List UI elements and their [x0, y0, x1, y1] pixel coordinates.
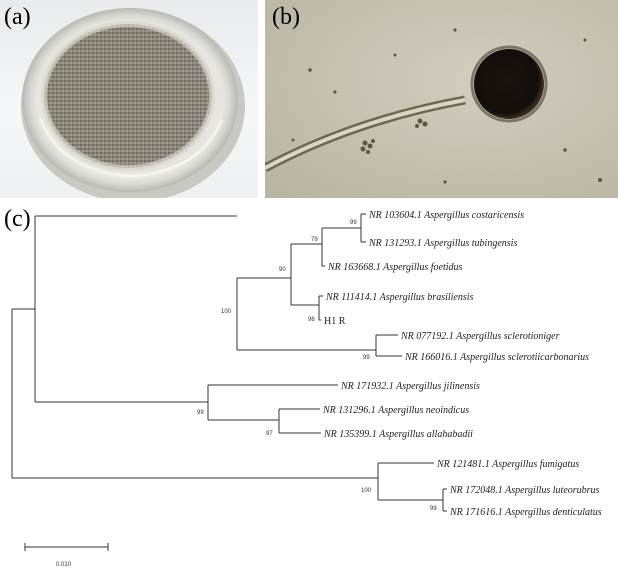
bootstrap-value: 99: [363, 355, 370, 361]
bootstrap-value: 99: [430, 506, 437, 512]
tree-tip-label: NR 171932.1 Aspergillus jilinensis: [340, 381, 480, 392]
bootstrap-value: 79: [311, 237, 318, 243]
tree-tip-label: NR 103604.1 Aspergillus costaricensis: [368, 210, 524, 221]
panel-label-b: (b): [272, 4, 300, 30]
tree-tip-label: NR 166016.1 Aspergillus sclerotiicarbona…: [404, 352, 589, 363]
panel-label-c: (c): [4, 206, 31, 232]
tree-tip-label: NR 131296.1 Aspergillus neoindicus: [322, 405, 469, 416]
bootstrap-value: 100: [361, 488, 372, 494]
bootstrap-value: 99: [197, 410, 204, 416]
micrograph-photo: [265, 0, 618, 198]
phylogenetic-tree: NR 103604.1 Aspergillus costaricensis NR…: [11, 210, 602, 568]
tree-tip-label: H1 R: [324, 316, 346, 327]
scale-bar: [24, 543, 109, 551]
tree-tip-label: NR 131293.1 Aspergillus tubingensis: [368, 238, 517, 249]
bootstrap-value: 90: [279, 267, 286, 273]
tree-tip-label: NR 135399.1 Aspergillus allahabadii: [323, 429, 473, 440]
tree-tip-label: NR 163668.1 Aspergillus foetidus: [327, 262, 463, 273]
petri-dish-photo: [0, 0, 258, 198]
bootstrap-value: 96: [308, 317, 315, 323]
tree-branches: [11, 213, 447, 512]
tree-tip-label: NR 171616.1 Aspergillus denticulatus: [449, 507, 602, 518]
petri-dish-illustration: [21, 8, 245, 198]
scale-bar-label: 0.010: [56, 562, 72, 568]
panel-label-a: (a): [4, 4, 31, 30]
bootstrap-value: 99: [350, 220, 357, 226]
bootstrap-value: 97: [266, 431, 273, 437]
tree-tip-label: NR 172048.1 Aspergillus luteorubrus: [449, 485, 600, 496]
tree-tip-label: NR 121481.1 Aspergillus fumigatus: [436, 459, 579, 470]
bootstrap-value: 100: [221, 309, 232, 315]
tree-tip-label: NR 111414.1 Aspergillus brasiliensis: [325, 292, 474, 303]
conidiophore-illustration: [265, 0, 618, 198]
tree-tip-label: NR 077192.1 Aspergillus sclerotioniger: [400, 331, 560, 342]
